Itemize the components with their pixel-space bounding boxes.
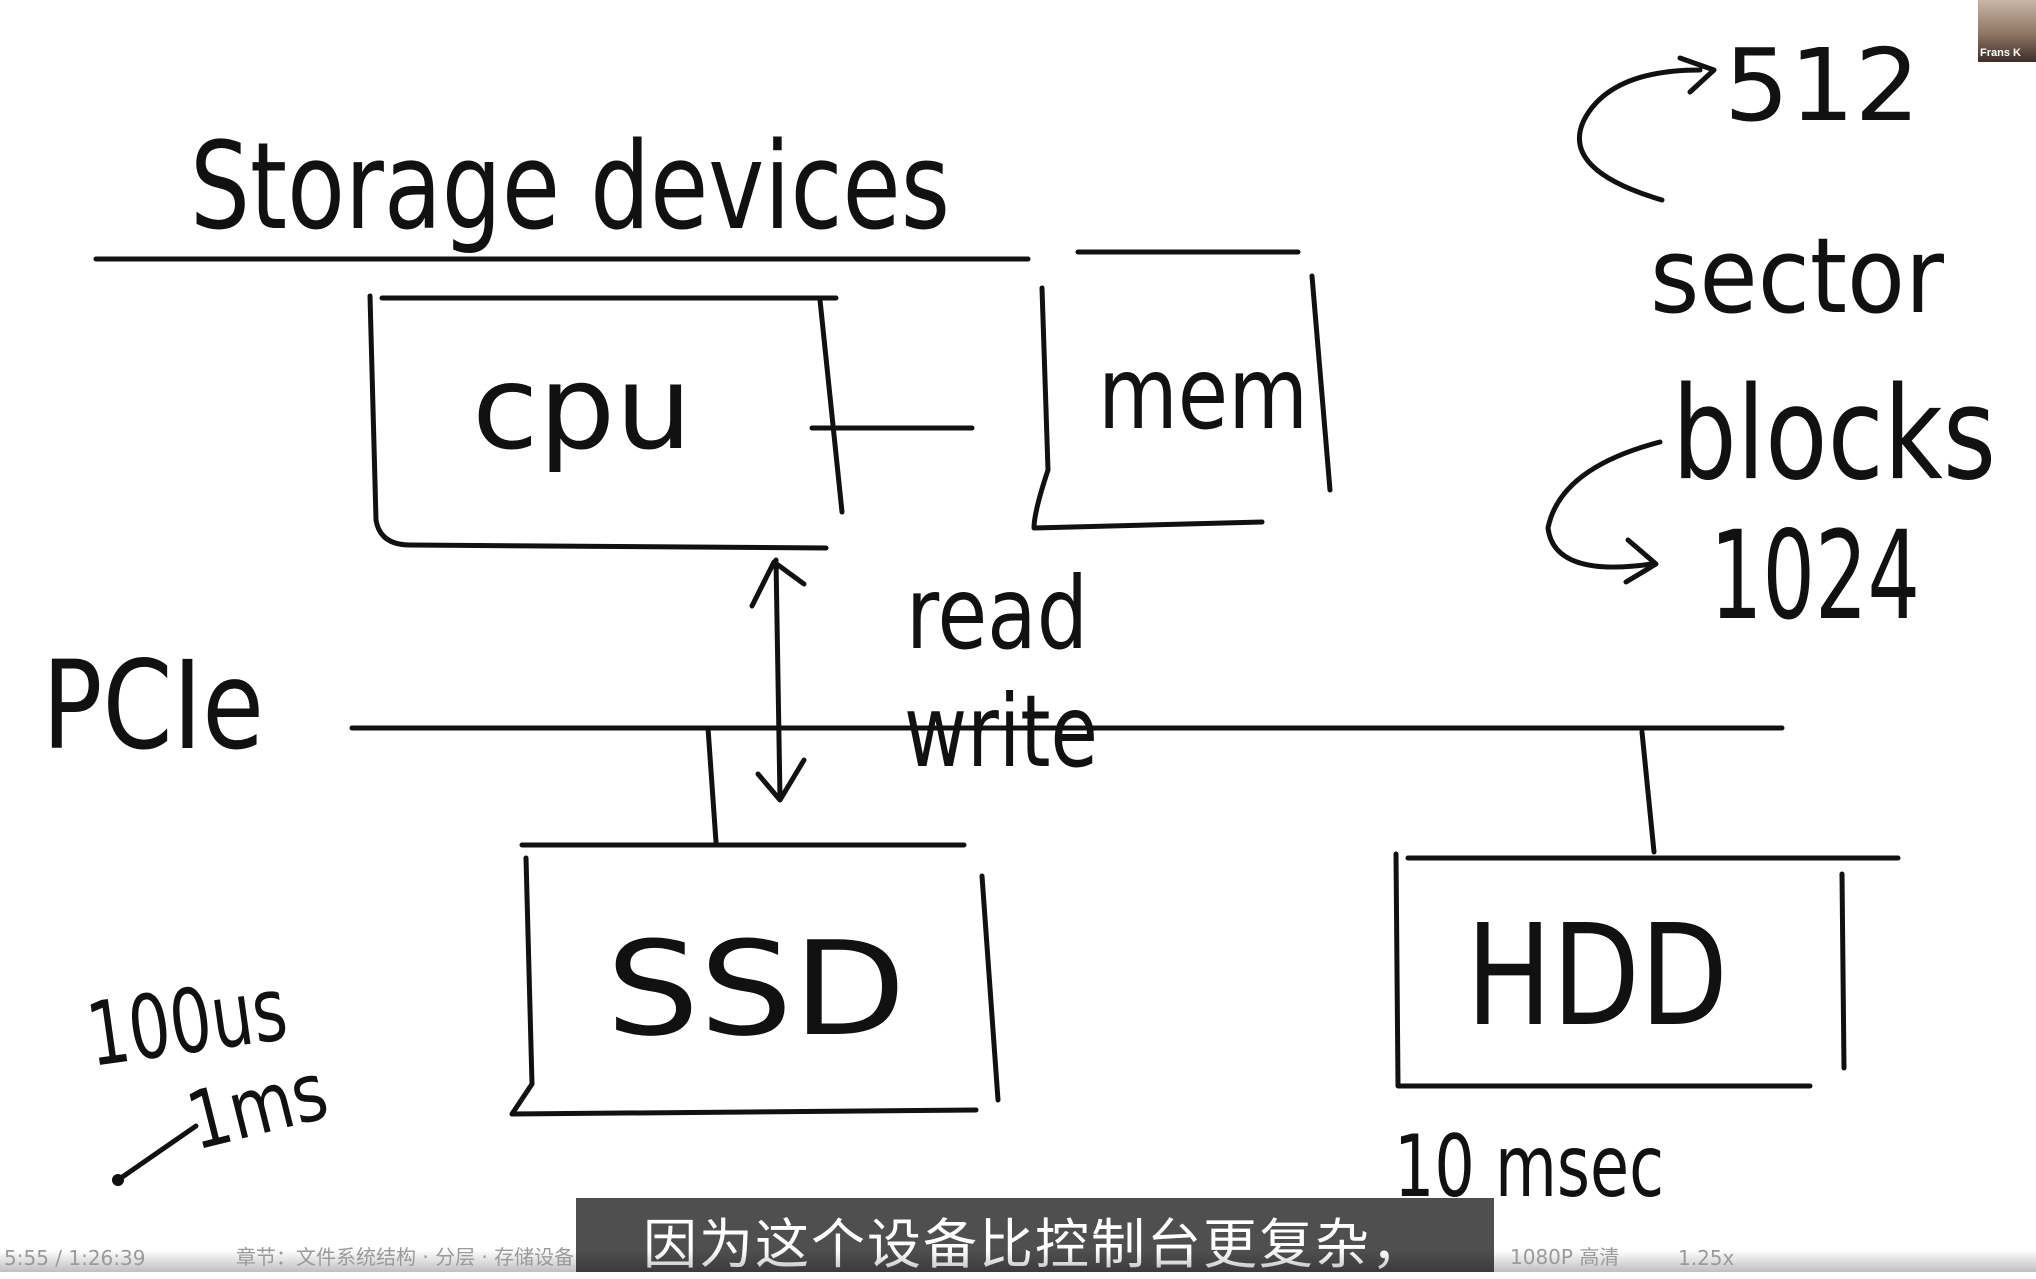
pcie-label: PCIe	[42, 635, 264, 777]
hdd-box	[1393, 851, 1901, 1089]
subtitle-text: 因为这个设备比控制台更复杂，	[643, 1212, 1427, 1276]
hdd-connector	[1639, 729, 1657, 855]
sector-label: sector	[1650, 215, 1944, 337]
cpu-label: cpu	[472, 341, 692, 476]
write-label: write	[904, 673, 1098, 790]
playback-time: 5:55 / 1:26:39	[4, 1246, 146, 1270]
ssd-box	[509, 842, 1001, 1117]
chapter-title[interactable]: 章节：文件系统结构 · 分层 · 存储设备	[236, 1245, 575, 1269]
latency-arrow-line	[115, 1123, 199, 1183]
read-write-arrow	[749, 557, 807, 803]
hdd-label: HDD	[1466, 895, 1728, 1058]
video-player-controls[interactable]: 5:55 / 1:26:39 章节：文件系统结构 · 分层 · 存储设备 108…	[0, 1245, 2036, 1272]
ssd-connector	[705, 725, 719, 845]
cpu-box	[367, 293, 845, 551]
sector-size-512: 512	[1724, 27, 1920, 144]
mem-box	[1031, 273, 1333, 531]
subtitle-box: 因为这个设备比控制台更复杂，	[576, 1198, 1494, 1276]
mem-label: mem	[1098, 335, 1308, 452]
presenter-webcam: Frans K	[1978, 0, 2036, 62]
sector-curl-arrow	[1577, 55, 1717, 203]
block-curl-arrow	[1545, 439, 1663, 585]
ssd-label: SSD	[606, 913, 906, 1065]
read-label: read	[906, 555, 1088, 672]
block-size-1024: 1024	[1710, 505, 1920, 647]
latency-arrow-dot	[112, 1174, 124, 1186]
speed-button[interactable]: 1.25x	[1678, 1246, 1735, 1270]
presenter-name: Frans K	[1980, 47, 2021, 59]
quality-button[interactable]: 1080P 高清	[1510, 1245, 1620, 1269]
title-storage-devices: Storage devices	[190, 118, 950, 257]
blocks-label: blocks	[1672, 360, 1996, 509]
